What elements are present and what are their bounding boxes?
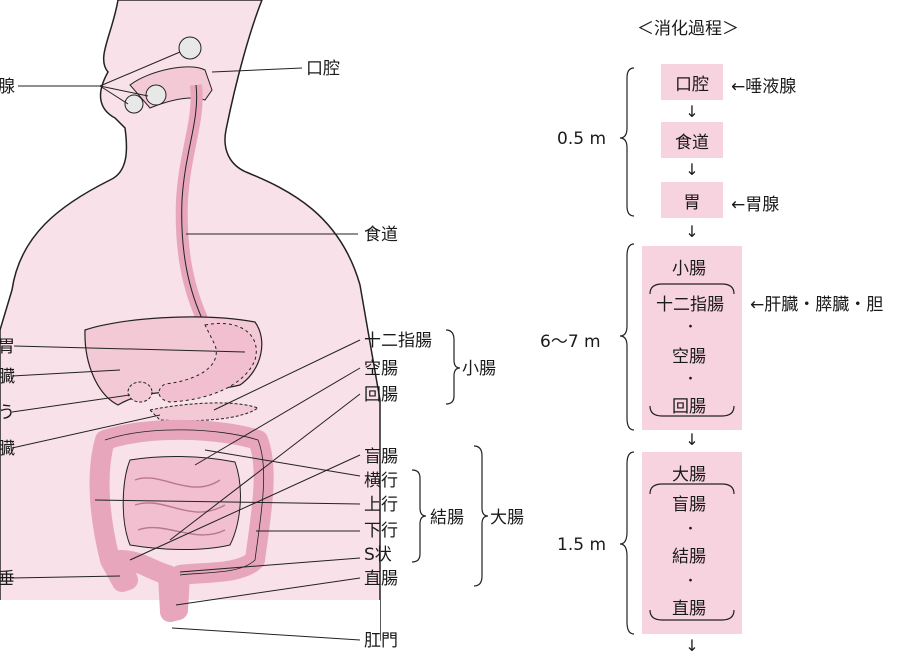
small-intestine-ileum: 回腸 [672,397,706,417]
separator-dot: ・ [684,522,698,537]
large-intestine-rectum: 直腸 [672,599,706,619]
stomach-shape [158,323,257,403]
label-large-intestine: 大腸 [490,508,524,528]
separator-dot: ・ [684,574,698,589]
label-descending-colon: 下行 [364,521,398,541]
bracket-group-2 [619,243,635,431]
large-intestine-heading: 大腸 [672,465,706,485]
box-stomach: 胃 [661,182,723,218]
label-cecum: 盲腸 [364,447,398,467]
box-large-intestine: 大腸 盲腸 ・ 結腸 ・ 直腸 [642,452,742,634]
label-jejunum: 空腸 [364,359,398,379]
box-esophagus: 食道 [661,122,723,158]
bracket-large-intestine [473,445,489,587]
label-liver-left: 臓 [0,367,15,387]
arrow-down-icon: ↓ [685,430,699,449]
small-intestine-shape [122,455,241,551]
gallbladder-shape [127,381,153,403]
label-ileum: 回腸 [364,385,398,405]
label-sigmoid-colon: S状 [364,545,392,565]
label-rectum: 直腸 [364,569,398,589]
label-transverse-colon: 横行 [364,471,398,491]
salivary-gland [124,94,144,114]
large-intestine-colon: 結腸 [672,547,706,567]
label-anus: 肛門 [364,631,398,651]
small-intestine-duodenum: 十二指腸 [656,295,724,315]
arrow-down-icon: ↓ [685,102,699,121]
bracket-small-intestine [445,329,461,405]
length-group-2: 6〜7 m [540,332,601,352]
label-colon: 結腸 [430,508,464,528]
label-gallbladder-left: う [0,403,15,423]
arrow-down-icon: ↓ [685,636,699,655]
bracket-group-1 [619,67,635,217]
label-small-intestine: 小腸 [462,359,496,379]
length-group-1: 0.5 m [557,129,606,149]
salivary-gland [145,84,167,106]
separator-dot: ・ [684,372,698,387]
salivary-gland [178,36,202,60]
length-group-3: 1.5 m [557,535,606,555]
bracket-group-3 [619,451,635,635]
label-pancreas-left: 臓 [0,439,15,459]
arrow-down-icon: ↓ [685,160,699,179]
label-oral-cavity: 口腔 [306,59,340,79]
small-intestine-heading: 小腸 [672,259,706,279]
box-mouth: 口腔 [661,64,723,100]
arrow-down-icon: ↓ [685,222,699,241]
annotation-salivary: ←唾液腺 [731,77,797,97]
label-ascending-colon: 上行 [364,495,398,515]
label-stomach-left: 胃 [0,337,15,357]
box-small-intestine: 小腸 十二指腸 ・ 空腸 ・ 回腸 [642,246,742,430]
label-appendix-left: 垂 [0,569,15,589]
large-intestine-cecum: 盲腸 [672,495,706,515]
bracket-colon [411,469,427,563]
label-duodenum: 十二指腸 [364,331,432,351]
separator-dot: ・ [684,320,698,335]
label-salivary-gland: 腺 [0,77,15,97]
label-esophagus: 食道 [364,225,398,245]
annotation-liver-pancreas: ←肝臓・膵臓・胆 [750,295,884,315]
annotation-gastric: ←胃腺 [731,195,780,215]
process-title: ＜消化過程＞ [637,19,739,39]
small-intestine-jejunum: 空腸 [672,347,706,367]
